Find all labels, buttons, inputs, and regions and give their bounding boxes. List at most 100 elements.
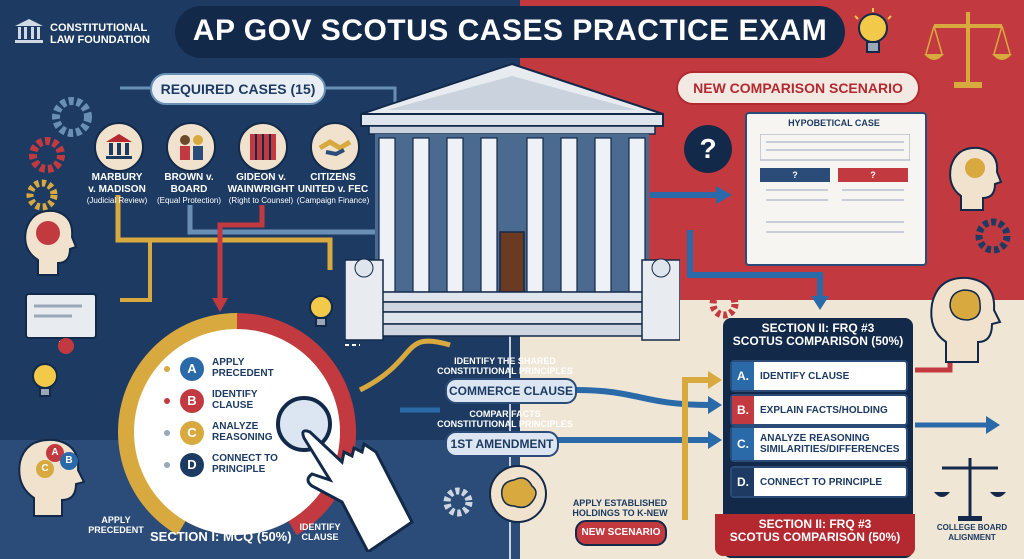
frq-item-d-line-1: CONNECT TO PRINCIPLE bbox=[760, 476, 883, 488]
title-bar bbox=[175, 6, 845, 58]
apply-caption-line-1: APPLY bbox=[101, 515, 131, 525]
case-name: WAINWRIGHT bbox=[227, 184, 295, 195]
section-mcq-label: SECTION I: MCQ (50%) bbox=[150, 529, 292, 544]
gideon-case-icon bbox=[238, 122, 288, 172]
frq-item-c-line-1: ANALYZE REASONING bbox=[760, 433, 870, 444]
case-gideon: GIDEON v. WAINWRIGHT (Right to Counsel) bbox=[215, 172, 307, 205]
identify-principles-text: IDENTIFY THE SHARED CONSTITUTIONAL PRINC… bbox=[420, 356, 590, 376]
head-gear-icon bbox=[949, 146, 1011, 254]
head-badge-b: B bbox=[60, 452, 78, 470]
frq-item-d-letter: D. bbox=[732, 468, 754, 496]
apply-holdings-text: APPLY ESTABLISHED HOLDINGS TO K-NEW bbox=[555, 498, 685, 518]
hypothetical-cell-left: ? bbox=[760, 168, 830, 182]
marbury-case-icon bbox=[94, 122, 144, 172]
page-title: AP GOV SCOTUS CASES PRACTICE EXAM bbox=[192, 14, 828, 47]
connector-gold bbox=[115, 195, 333, 270]
step-b-badge: B bbox=[180, 389, 204, 413]
logo-line-2: LAW FOUNDATION bbox=[50, 34, 151, 46]
frq-item-c-line-2: SIMILARITIES/DIFFERENCES bbox=[760, 444, 900, 455]
frq-item-b-text: EXPLAIN FACTS/HOLDING bbox=[760, 396, 888, 424]
logo-text: CONSTITUTIONAL LAW FOUNDATION bbox=[50, 22, 150, 46]
required-cases-label: REQUIRED CASES (15) bbox=[150, 73, 326, 105]
bullet-dot bbox=[164, 398, 170, 404]
frq-header-line-2: SCOTUS COMPARISON (50%) bbox=[732, 334, 904, 348]
step-a-line-2: PRECEDENT bbox=[212, 368, 274, 379]
supreme-court-building bbox=[345, 62, 680, 341]
compare-facts-line-1: COMPAR FACTS bbox=[469, 409, 541, 419]
hypothetical-case-title: HYPOBETICAL CASE bbox=[788, 118, 880, 128]
scales-small-icon bbox=[934, 458, 1006, 521]
compare-facts-text: COMPAR FACTS CONSTITUTIONAL PRINCIPLES bbox=[420, 409, 590, 429]
question-mark-icon: ? bbox=[684, 125, 732, 173]
identify-principles-line-1: IDENTIFY THE SHARED bbox=[454, 356, 556, 366]
frq-item-a-letter: A. bbox=[732, 362, 754, 390]
bullet-dot bbox=[164, 430, 170, 436]
alignment-line-2: ALIGNMENT bbox=[948, 533, 996, 542]
bullet-dot bbox=[164, 462, 170, 468]
frq-item-c-letter: C. bbox=[732, 428, 754, 460]
compare-facts-line-2: CONSTITUTIONAL PRINCIPLES bbox=[437, 419, 573, 429]
new-comparison-scenario-label: NEW COMPARISON SCENARIO bbox=[676, 71, 920, 105]
step-c-line-1: ANALYZE bbox=[212, 421, 259, 432]
frq-item-a: A. IDENTIFY CLAUSE bbox=[730, 360, 908, 392]
step-c-label: ANALYZE REASONING bbox=[212, 421, 292, 443]
identify-caption-line-1: IDENTIFY bbox=[299, 522, 341, 532]
head-badge-a: A bbox=[46, 444, 64, 462]
head-brain-icon bbox=[930, 276, 1002, 363]
step-a-badge: A bbox=[180, 357, 204, 381]
frq-item-a-line-1: IDENTIFY CLAUSE bbox=[760, 370, 850, 382]
connector-to-frq bbox=[687, 230, 823, 300]
step-d-badge: D bbox=[180, 453, 204, 477]
frq-item-c: C. ANALYZE REASONING SIMILARITIES/DIFFER… bbox=[730, 426, 908, 462]
case-name: BROWN v. bbox=[164, 172, 214, 183]
frq-item-d: D. CONNECT TO PRINCIPLE bbox=[730, 466, 908, 498]
connector-commerce bbox=[574, 387, 713, 408]
step-b-line-2: CLAUSE bbox=[212, 400, 254, 411]
gears-icon bbox=[26, 97, 92, 211]
case-topic: (Equal Protection) bbox=[156, 196, 222, 205]
college-board-alignment: COLLEGE BOARD ALIGNMENT bbox=[928, 523, 1016, 543]
new-scenario-pill: NEW SCENARIO bbox=[575, 520, 667, 546]
frq-header: SECTION II: FRQ #3 SCOTUS COMPARISON (50… bbox=[723, 322, 913, 348]
case-name: CITIZENS bbox=[310, 172, 356, 183]
step-c-line-2: REASONING bbox=[212, 432, 273, 443]
case-name: GIDEON v. bbox=[236, 172, 286, 183]
case-topic: (Judicial Review) bbox=[86, 196, 148, 205]
gear-icon bbox=[443, 487, 473, 517]
hypothetical-lines bbox=[760, 134, 910, 233]
apply-holdings-line-1: APPLY ESTABLISHED bbox=[572, 498, 668, 508]
step-d-line-2: PRINCIPLE bbox=[212, 464, 266, 475]
case-name: BOARD bbox=[170, 184, 208, 195]
frq-item-b-letter: B. bbox=[732, 396, 754, 424]
case-name: MARBURY bbox=[91, 172, 143, 183]
case-citizens-united: CITIZENS UNITED v. FEC (Campaign Finance… bbox=[287, 172, 379, 205]
brown-case-icon bbox=[166, 122, 216, 172]
connector-red bbox=[217, 205, 265, 300]
step-c-badge: C bbox=[180, 421, 204, 445]
step-d-label: CONNECT TO PRINCIPLE bbox=[212, 453, 292, 475]
frq-item-c-text: ANALYZE REASONING SIMILARITIES/DIFFERENC… bbox=[760, 428, 899, 460]
bullet-dot bbox=[164, 366, 170, 372]
identify-caption-line-2: CLAUSE bbox=[301, 532, 339, 542]
identify-principles-line-2: CONSTITUTIONAL PRINCIPLES bbox=[437, 366, 573, 376]
pointing-hand-icon bbox=[276, 396, 414, 552]
frq-item-a-text: IDENTIFY CLAUSE bbox=[760, 362, 849, 390]
step-b-line-1: IDENTIFY bbox=[212, 389, 258, 400]
frq-header-line-1: SECTION II: FRQ #3 bbox=[761, 321, 875, 335]
identify-clause-caption: IDENTIFY CLAUSE bbox=[290, 522, 350, 542]
hypothetical-cell-right: ? bbox=[838, 168, 908, 182]
case-brown: BROWN v. BOARD (Equal Protection) bbox=[143, 172, 235, 205]
step-b-label: IDENTIFY CLAUSE bbox=[212, 389, 292, 411]
lightbulb-small-icon bbox=[32, 363, 58, 397]
frq-footer-line-2: SCOTUS COMPARISON (50%) bbox=[729, 530, 901, 544]
scales-of-justice-icon bbox=[924, 12, 1012, 88]
alignment-line-1: COLLEGE BOARD bbox=[936, 523, 1008, 532]
frq-item-d-text: CONNECT TO PRINCIPLE bbox=[760, 468, 882, 496]
citizens-united-case-icon bbox=[310, 122, 360, 172]
step-a-line-1: APPLY bbox=[212, 357, 245, 368]
lightbulb-icon bbox=[854, 8, 892, 53]
case-name: v. MADISON bbox=[88, 184, 146, 195]
apply-precedent-caption: APPLY PRECEDENT bbox=[86, 515, 146, 535]
frq-footer: SECTION II: FRQ #3 SCOTUS COMPARISON (50… bbox=[715, 514, 915, 556]
frq-footer-line-1: SECTION II: FRQ #3 bbox=[758, 517, 872, 531]
